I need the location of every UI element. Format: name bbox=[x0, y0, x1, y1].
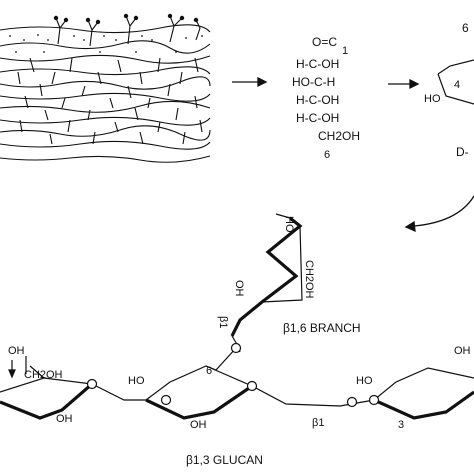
carbon-1-number: 1 bbox=[342, 45, 348, 57]
glucose-row-2: HO-C-H bbox=[292, 75, 335, 89]
glucan-oh-left-bottom: OH bbox=[56, 413, 73, 425]
glucose-row-3: H-C-OH bbox=[296, 93, 339, 107]
glucan-ho-ring3: HO bbox=[356, 375, 373, 387]
branch-link-beta1: β1 bbox=[217, 316, 229, 328]
cut-off-ring: 6 4 HO D- bbox=[424, 21, 474, 159]
cell-wall-stipple bbox=[9, 13, 203, 53]
glucan-oh-right: OH bbox=[454, 345, 471, 357]
branch-labels: HO CH2OH OH β1 β1,6 BRANCH bbox=[217, 216, 361, 335]
glucose-open-chain: O=C 1 H-C-OH HO-C-H H-C-OH H-C-OH CH2OH … bbox=[292, 35, 360, 161]
curved-arrow bbox=[404, 195, 474, 233]
glucan-oh-left-top: OH bbox=[8, 345, 25, 357]
cut-label-4: 4 bbox=[454, 79, 460, 91]
glucan-beta1: β1 bbox=[312, 417, 324, 429]
carbonyl-group: O=C bbox=[312, 35, 337, 49]
glucose-row-1: H-C-OH bbox=[296, 57, 339, 71]
glucose-ch2oh: CH2OH bbox=[318, 129, 360, 143]
glucan-ho-ring2: HO bbox=[128, 375, 145, 387]
glucan-ch2oh-left: CH2OH bbox=[24, 369, 63, 381]
ring-oxygens bbox=[86, 342, 380, 408]
branch-chair bbox=[230, 213, 303, 347]
branch-oh-top: HO bbox=[283, 216, 295, 233]
cut-caption-fragment: D- bbox=[456, 145, 469, 159]
glucan-label-6: 6 bbox=[206, 365, 212, 377]
glucan-backbone bbox=[0, 345, 474, 420]
glucose-row-4: H-C-OH bbox=[296, 111, 339, 125]
cell-wall-illustration bbox=[0, 15, 211, 163]
cut-label-6: 6 bbox=[462, 21, 469, 35]
arrow-to-glucose bbox=[232, 76, 268, 88]
glucan-labels: OH CH2OH OH HO 6 OH β1 HO 3 OH β1,3 GLUC… bbox=[8, 345, 471, 467]
left-down-arrow bbox=[8, 360, 16, 379]
arrow-to-ring bbox=[388, 78, 420, 90]
cut-label-ho: HO bbox=[424, 93, 441, 105]
branch-caption: β1,6 BRANCH bbox=[283, 321, 361, 335]
branch-oh-mid: OH bbox=[233, 280, 245, 297]
glucan-oh-ring2: OH bbox=[190, 419, 207, 431]
carbon-6-number: 6 bbox=[324, 149, 330, 161]
branch-ch2oh: CH2OH bbox=[303, 260, 315, 299]
glucan-label-3: 3 bbox=[398, 419, 404, 431]
glucan-caption: β1,3 GLUCAN bbox=[186, 453, 263, 467]
